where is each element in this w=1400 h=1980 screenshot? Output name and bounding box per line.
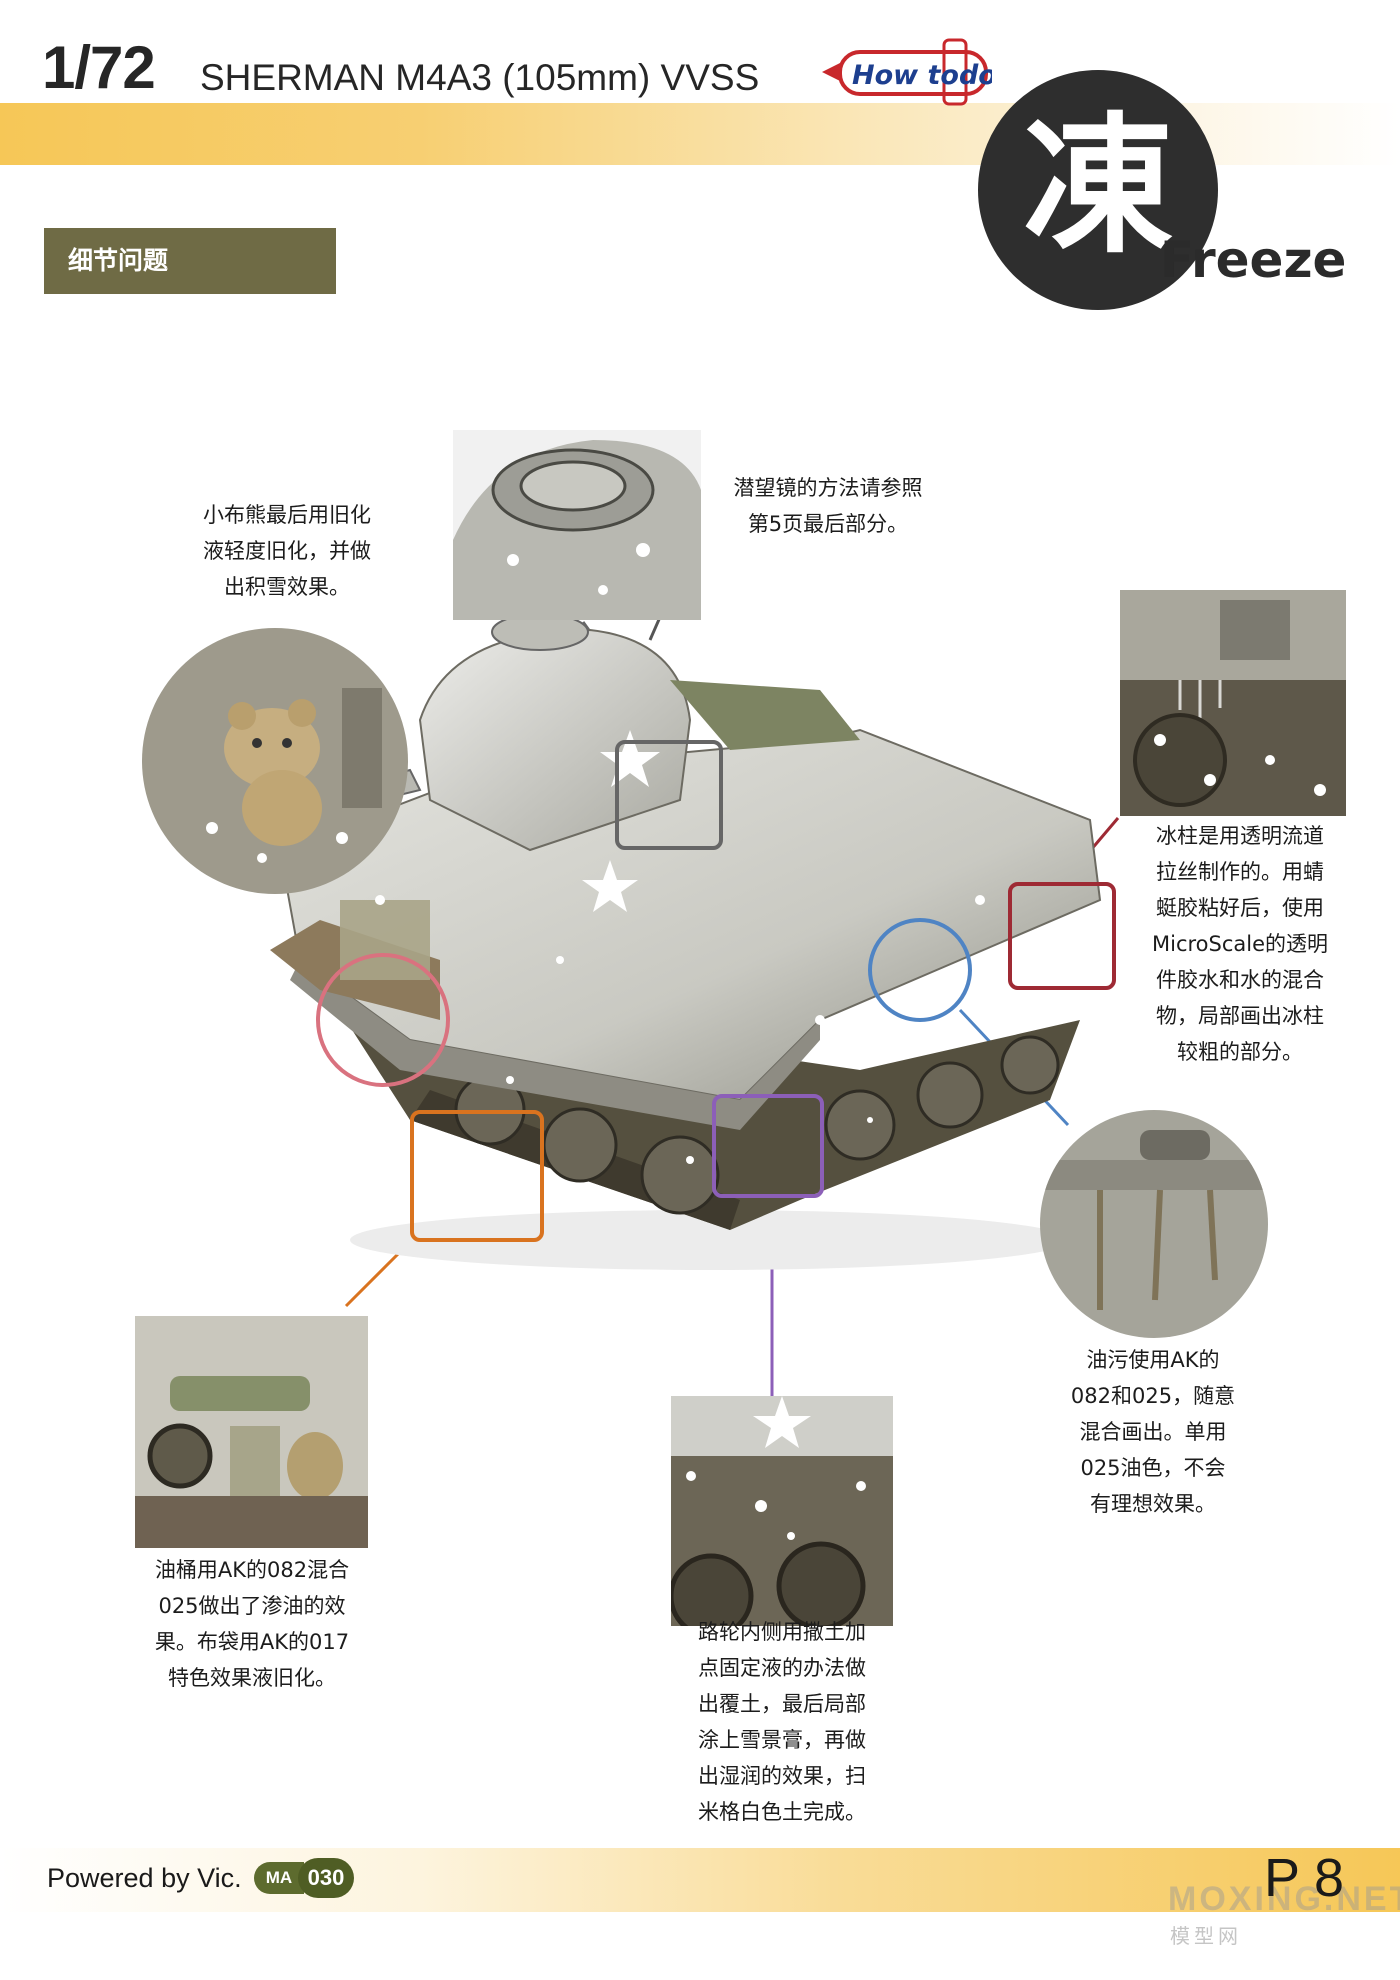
icicles-photo xyxy=(1120,590,1346,816)
drums-photo xyxy=(135,1316,368,1548)
wheels-marker xyxy=(712,1094,824,1198)
note-line: 点固定液的办法做 xyxy=(698,1656,866,1680)
footer-band xyxy=(0,1848,1400,1912)
periscope-photo xyxy=(453,430,701,620)
note-line: 件胶水和水的混合 xyxy=(1156,968,1324,992)
seal-character: 凍 xyxy=(1022,98,1173,274)
note-line: 冰柱是用透明流道 xyxy=(1156,824,1324,848)
icicles-marker xyxy=(1008,882,1116,990)
note-line: 涂上雪景膏，再做 xyxy=(698,1728,866,1752)
oil-photo xyxy=(1040,1110,1268,1338)
issue-number: 030 xyxy=(298,1858,354,1898)
note-line: 米格白色土完成。 xyxy=(698,1800,866,1824)
note-line: 果。布袋用AK的017 xyxy=(154,1630,350,1654)
watermark-sub: 模型网 xyxy=(1170,1924,1242,1948)
note-line: 混合画出。单用 xyxy=(1079,1420,1227,1444)
page-number: P 8 xyxy=(1264,1848,1345,1908)
note-line: 拉丝制作的。用蜻 xyxy=(1156,860,1324,884)
howtodo-logo: How todo xyxy=(816,34,997,108)
note-line: 第5页最后部分。 xyxy=(747,512,909,536)
note-line: MicroScale的透明 xyxy=(1151,932,1329,956)
note-line: 路轮内侧用撒土加 xyxy=(698,1620,866,1644)
teddy-photo xyxy=(142,628,408,894)
freeze-seal: 凍 xyxy=(978,70,1218,310)
teddy-marker xyxy=(316,953,450,1087)
note-line: 出湿润的效果，扫 xyxy=(698,1764,866,1788)
note-line: 出覆土，最后局部 xyxy=(698,1692,866,1716)
note-line: 油污使用AK的 xyxy=(1086,1348,1220,1372)
note-line: 潜望镜的方法请参照 xyxy=(733,476,923,500)
powered-by: Powered by Vic. xyxy=(47,1863,242,1893)
note-line: 082和025，随意 xyxy=(1070,1384,1236,1408)
icicles-note: 冰柱是用透明流道 拉丝制作的。用蜻 蜓胶粘好后，使用 MicroScale的透明… xyxy=(1128,818,1352,1070)
oil-note: 油污使用AK的 082和025，随意 混合画出。单用 025油色，不会 有理想效… xyxy=(1048,1342,1258,1522)
note-line: 025做出了渗油的效 xyxy=(158,1594,346,1618)
section-title: 细节问题 xyxy=(44,228,336,294)
note-line: 液轻度旧化，并做 xyxy=(203,539,371,563)
seal-word: Freeze xyxy=(1160,231,1347,289)
issue-prefix: MA xyxy=(254,1862,304,1894)
drums-marker xyxy=(410,1110,544,1242)
wheels-note: 路轮内侧用撒土加 点固定液的办法做 出覆土，最后局部 涂上雪景膏，再做 出湿润的… xyxy=(670,1614,894,1830)
drums-note: 油桶用AK的082混合 025做出了渗油的效 果。布袋用AK的017 特色效果液… xyxy=(130,1552,374,1696)
note-line: 油桶用AK的082混合 xyxy=(154,1558,350,1582)
note-line: 较粗的部分。 xyxy=(1177,1040,1303,1064)
model-title: SHERMAN M4A3 (105mm) VVSS xyxy=(200,57,760,98)
note-line: 出积雪效果。 xyxy=(224,575,350,599)
watermark: MOXING.NET xyxy=(1168,1880,1400,1918)
note-line: 025油色，不会 xyxy=(1080,1456,1226,1480)
note-line: 蜓胶粘好后，使用 xyxy=(1156,896,1324,920)
oil-marker xyxy=(868,918,972,1022)
wheels-photo xyxy=(671,1396,893,1626)
scale-label: 1/72 xyxy=(42,34,156,101)
issue-badge: MA 030 xyxy=(254,1856,354,1900)
tank-photo xyxy=(260,600,1130,1300)
note-line: 小布熊最后用旧化 xyxy=(203,503,371,527)
teddy-note: 小布熊最后用旧化 液轻度旧化，并做 出积雪效果。 xyxy=(182,497,392,605)
logo-text: How todo xyxy=(852,60,992,91)
note-line: 特色效果液旧化。 xyxy=(168,1666,336,1690)
note-line: 物，局部画出冰柱 xyxy=(1156,1004,1324,1028)
periscope-note: 潜望镜的方法请参照 第5页最后部分。 xyxy=(708,470,948,542)
periscope-marker xyxy=(615,740,723,850)
note-line: 有理想效果。 xyxy=(1090,1492,1216,1516)
